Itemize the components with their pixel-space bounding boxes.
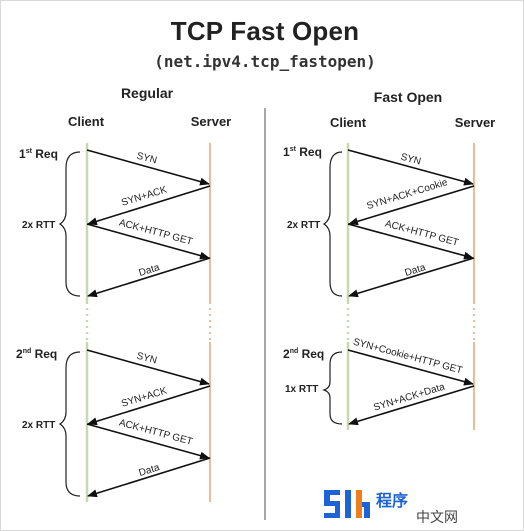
- regular-req2-label: 2nd Req: [16, 347, 57, 361]
- fast-open-req1-label: 1st Req: [283, 145, 322, 159]
- regular-req2-arrow-ackget: [86, 423, 210, 460]
- fast-open-req1-msg-syn: SYN: [399, 152, 422, 168]
- regular-server-label: Server: [191, 114, 231, 129]
- regular-req1-label: 1st Req: [19, 147, 58, 161]
- regular-heading: Regular: [121, 85, 174, 101]
- regular-req1-arrow-synack: [87, 185, 211, 226]
- fast-open-req2-label: 2nd Req: [283, 347, 324, 361]
- watermark-cn-2: 中文网: [416, 510, 458, 526]
- fast-open-req1-arrow-syn: [347, 149, 474, 186]
- regular-panel: Regular Client Server 1st Req 2x RTT SYN…: [16, 85, 231, 502]
- regular-req1-brace: [58, 151, 81, 297]
- fast-open-req2-arrow-syn-cookie-get: [347, 349, 474, 386]
- fast-open-req2-rtt: 1x RTT: [285, 384, 318, 395]
- regular-req1-arrow-syn: [86, 149, 210, 186]
- regular-req2-rtt: 2x RTT: [22, 420, 55, 431]
- fast-open-heading: Fast Open: [374, 89, 442, 105]
- regular-req1-msg-synack: SYN+ACK: [120, 184, 168, 208]
- site-watermark-logo: 程序 中文网: [324, 490, 458, 526]
- fast-open-server-label: Server: [455, 115, 495, 130]
- fast-open-req1-arrow-ackget: [347, 223, 474, 260]
- regular-req1-rtt: 2x RTT: [22, 220, 55, 231]
- diagram-title: TCP Fast Open: [170, 16, 360, 46]
- watermark-brand-mark: [324, 490, 370, 518]
- regular-req1-arrow-data: [87, 257, 211, 298]
- fast-open-req1-arrow-synack: [348, 185, 475, 226]
- regular-client-label: Client: [68, 114, 105, 129]
- regular-req2-arrow-synack: [87, 385, 211, 426]
- regular-req2-arrow-data: [87, 457, 211, 498]
- diagram-subtitle: (net.ipv4.tcp_fastopen): [154, 52, 376, 71]
- fast-open-req2-arrow-synack-data: [348, 385, 475, 426]
- regular-req2-brace: [58, 351, 81, 497]
- watermark-cn-1: 程序: [376, 491, 408, 510]
- fast-open-req1-brace: [322, 151, 343, 297]
- fast-open-panel: Fast Open Client Server 1st Req 2x RTT S…: [283, 89, 495, 430]
- regular-req2-arrow-syn: [86, 349, 210, 386]
- regular-req1-msg-syn: SYN: [135, 151, 158, 167]
- fast-open-req1-rtt: 2x RTT: [287, 220, 320, 231]
- fast-open-req1-arrow-data: [348, 257, 475, 298]
- fast-open-client-label: Client: [330, 115, 367, 130]
- regular-req1-arrow-ackget: [86, 223, 210, 260]
- fast-open-req2-brace: [322, 351, 343, 425]
- fast-open-req2-msg-syn-cookie-get: SYN+Cookie+HTTP GET: [352, 337, 464, 377]
- regular-req2-msg-syn: SYN: [135, 351, 158, 367]
